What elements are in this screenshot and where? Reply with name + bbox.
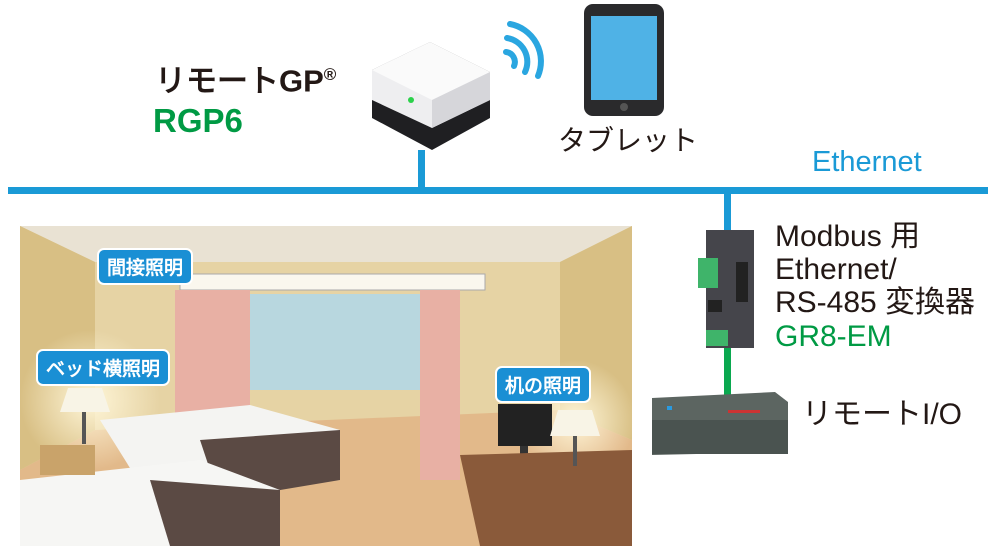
remote-io-device-image	[652, 392, 788, 455]
product-name-text: リモートGP	[155, 63, 324, 99]
desk-lighting-tag: 机の照明	[495, 366, 592, 403]
ethernet-bus-line	[8, 187, 988, 194]
gr8-em-device-image	[698, 230, 754, 348]
converter-label-line1: Modbus 用	[775, 220, 921, 253]
converter-drop-line	[724, 190, 731, 232]
ethernet-label: Ethernet	[812, 146, 922, 178]
bedside-lighting-tag: ベッド横照明	[36, 349, 171, 386]
product-model: RGP6	[153, 102, 243, 139]
status-led-icon	[408, 97, 414, 103]
registered-mark: ®	[323, 65, 337, 84]
rs485-line	[724, 340, 731, 398]
converter-label-line3: RS-485 変換器	[775, 286, 976, 319]
remote-io-label: リモートI/O	[802, 398, 963, 431]
indirect-lighting-tag: 間接照明	[97, 248, 194, 285]
tablet-image	[584, 4, 664, 116]
product-name: リモートGP®	[155, 58, 336, 97]
rgp6-drop-line	[418, 150, 425, 190]
wifi-icon	[503, 21, 544, 79]
converter-label-line2: Ethernet/	[775, 253, 897, 286]
rgp6-device-image	[372, 42, 490, 150]
converter-model: GR8-EM	[775, 320, 892, 353]
tablet-label: タブレット	[558, 125, 699, 156]
